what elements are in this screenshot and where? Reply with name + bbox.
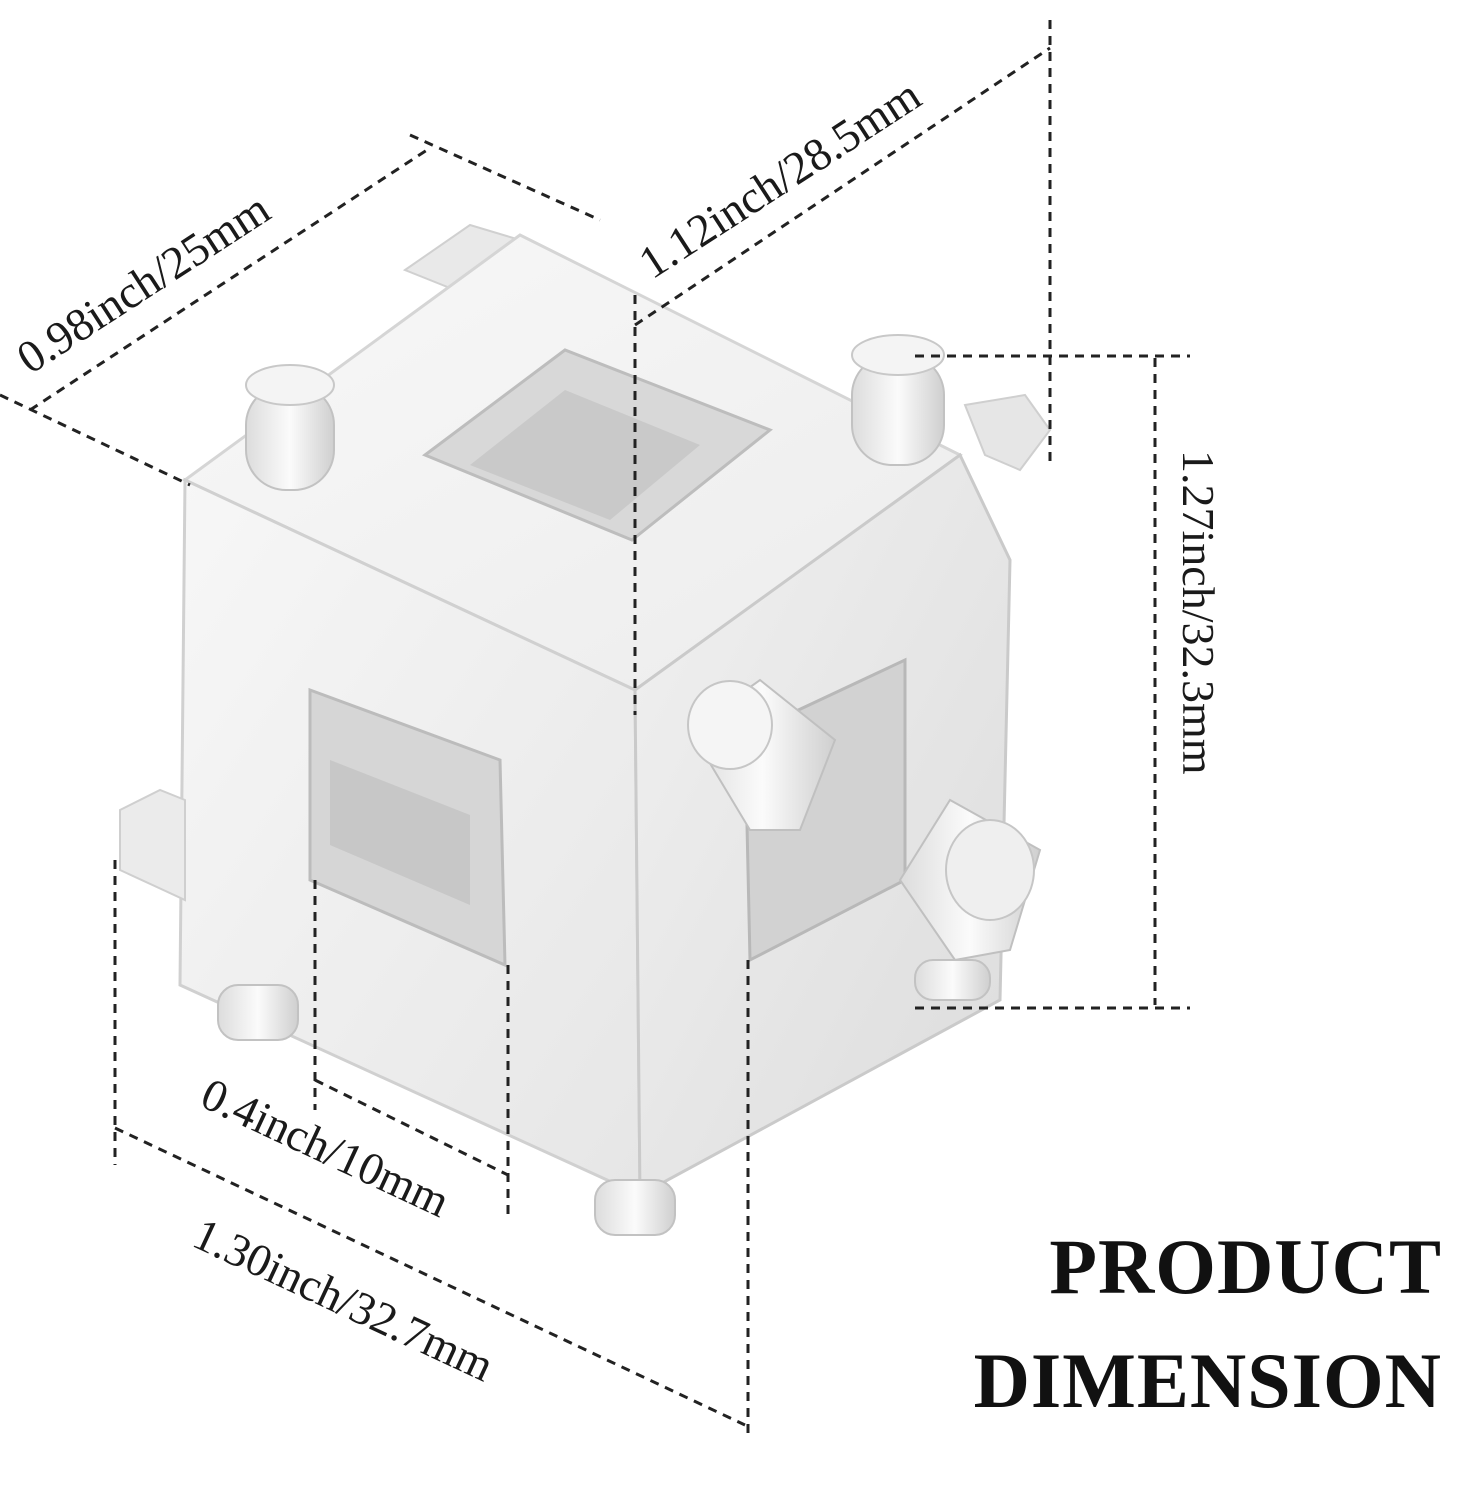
top-right-pin <box>851 334 945 466</box>
depth-ext-left <box>0 393 191 487</box>
bottom-center-pin <box>594 1179 676 1236</box>
front-square-hole-inner <box>330 760 470 905</box>
top-left-pin <box>245 364 335 491</box>
title-product: PRODUCT <box>1049 1223 1442 1310</box>
side-pin-lower <box>898 798 1042 962</box>
width-bottom-dim-line <box>114 1126 746 1427</box>
width-bottom-label: 1.30inch/32.7mm <box>186 1208 502 1391</box>
left-side-tab <box>119 788 186 902</box>
height-label: 1.27inch/32.3mm <box>1173 450 1224 775</box>
top-right-tab <box>963 393 1052 472</box>
depth-ext-right <box>409 133 601 222</box>
hole-dim-line <box>314 1078 509 1177</box>
width-top-label: 1.12inch/28.5mm <box>630 69 930 289</box>
top-square-hole-inner <box>470 390 700 520</box>
dimension-lines <box>0 20 1190 1440</box>
bottom-right-pin <box>914 959 991 1001</box>
bottom-left-pin <box>217 984 299 1041</box>
depth-label: 0.98inch/25mm <box>8 183 279 384</box>
side-pin-upper <box>687 678 837 831</box>
brake-caliper-cube-image <box>119 223 1052 1236</box>
width-top-dim-line <box>634 46 1051 327</box>
title-dimension: DIMENSION <box>973 1337 1442 1424</box>
